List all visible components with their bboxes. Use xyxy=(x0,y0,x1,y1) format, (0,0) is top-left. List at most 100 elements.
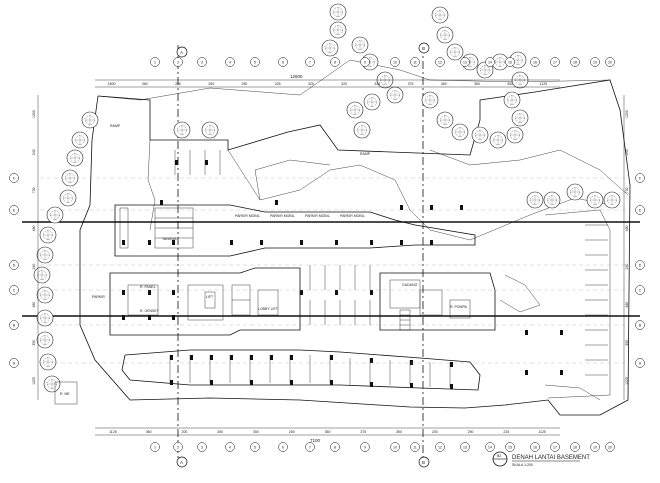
tree-symbol xyxy=(503,91,521,109)
grid-bubble: D xyxy=(9,260,19,270)
grid-bubble-label: 7 xyxy=(309,61,311,65)
grid-bubble: B xyxy=(9,320,19,330)
tree-symbol xyxy=(346,101,364,119)
grid-bubble: 14 xyxy=(485,57,495,67)
core-middle xyxy=(109,267,301,336)
tree-symbol xyxy=(46,206,64,224)
tree-symbol xyxy=(201,121,219,139)
grid-bubble: 19 xyxy=(590,57,600,67)
dimension-label: 375 xyxy=(360,430,366,434)
tree-symbol xyxy=(81,111,99,129)
grid-bubble-label: 18 xyxy=(573,446,577,450)
dimension-label: 1225 xyxy=(32,377,36,385)
grid-bubble: 15 xyxy=(505,442,515,452)
dimension-label: 250 xyxy=(468,430,474,434)
grid-bubble: 11 xyxy=(410,442,420,452)
grid-bubble-label: 11 xyxy=(413,61,417,65)
room-label: RAMP xyxy=(360,152,371,156)
grid-bubble: 17 xyxy=(550,57,560,67)
section-marker-a-top: A xyxy=(176,46,188,58)
section-marker-label: B xyxy=(422,46,425,51)
grid-bubble-label: 8 xyxy=(334,446,336,450)
grid-bubble-label: 20 xyxy=(608,61,612,65)
grid-bubble: 10 xyxy=(390,442,400,452)
grid-bubble: 20 xyxy=(605,442,615,452)
dimension-label: 250 xyxy=(217,430,223,434)
grid-bubble-label: 20 xyxy=(608,446,612,450)
grid-bubble: 2 xyxy=(173,442,183,452)
grid-bubble-label: 4 xyxy=(229,61,231,65)
dimension-label: 325 xyxy=(275,82,281,86)
dimension-label: 240 xyxy=(625,149,629,155)
grid-bubble-label: 16 xyxy=(533,446,537,450)
grid-bubble-label: 19 xyxy=(593,446,597,450)
room-label: PARKIR MOBIL xyxy=(235,214,260,218)
columns xyxy=(122,160,563,389)
dimension-label: 250 xyxy=(289,430,295,434)
dimension-label: 360 xyxy=(142,82,148,86)
room-label: RAMP xyxy=(110,124,121,128)
grid-bubble: 13 xyxy=(460,57,470,67)
dimension-label: 325 xyxy=(308,82,314,86)
tree-symbol xyxy=(66,149,84,167)
dimension-label: 1800 xyxy=(108,82,116,86)
tree-symbol xyxy=(329,3,347,21)
room-label: R. GENSET xyxy=(140,309,160,313)
grid-bubble: 4 xyxy=(225,442,235,452)
dimension-label: 250 xyxy=(175,82,181,86)
tree-symbol xyxy=(173,121,191,139)
grid-bubble: 1 xyxy=(150,57,160,67)
tree-symbol xyxy=(436,26,454,44)
dimension-label: 1125 xyxy=(538,430,546,434)
grid-bubble: 7 xyxy=(305,57,315,67)
tree-symbol xyxy=(59,189,77,207)
dimension-label: 225 xyxy=(503,430,509,434)
room-label: PARKIR xyxy=(92,295,105,299)
tree-symbol xyxy=(603,191,621,209)
drawing-scale: SKALA 1:200 xyxy=(512,463,533,467)
tree-symbol xyxy=(506,126,524,144)
dimension-label: 480 xyxy=(32,225,36,231)
grid-bubble-label: F xyxy=(13,177,15,181)
tree-symbol xyxy=(511,109,529,127)
grid-bubble: 3 xyxy=(197,442,207,452)
drawing-title: DENAH LANTAI BASEMENT xyxy=(512,455,590,461)
bottom-total-dimension: 7100 xyxy=(310,438,321,443)
grid-bubble-label: 11 xyxy=(413,446,417,450)
grid-bubble-label: 2 xyxy=(177,446,179,450)
tree-symbol xyxy=(526,191,544,209)
grid-bubble: 4 xyxy=(225,57,235,67)
dimension-label: 350 xyxy=(396,430,402,434)
grid-bubble: 6 xyxy=(278,57,288,67)
grid-bubble: 18 xyxy=(570,442,580,452)
tree-symbol xyxy=(36,331,54,349)
grid-bubble: B xyxy=(635,320,645,330)
grid-bubble: C xyxy=(635,285,645,295)
grid-bubble: 16 xyxy=(530,57,540,67)
grid-bubble-label: B xyxy=(13,324,16,328)
grid-bubble-label: D xyxy=(13,264,16,268)
grid-bubble-label: 1 xyxy=(154,61,156,65)
tree-symbol xyxy=(386,86,404,104)
grid-bubble-label: 13 xyxy=(463,61,467,65)
grid-bubble-label: 14 xyxy=(488,446,492,450)
dimension-label: 300 xyxy=(253,430,259,434)
section-marker-label: A xyxy=(180,460,183,465)
tree-symbol xyxy=(451,123,469,141)
grid-bubble: 18 xyxy=(570,57,580,67)
grid-bubble-label: 14 xyxy=(488,61,492,65)
dimension-label: 375 xyxy=(408,82,414,86)
grid-bubble: 19 xyxy=(590,442,600,452)
grid-bubble-label: 17 xyxy=(553,61,557,65)
dimension-label: 730 xyxy=(32,187,36,193)
tree-symbol xyxy=(421,91,439,109)
grid-bubble-label: F xyxy=(639,177,641,181)
section-marker-b-bottom: B xyxy=(418,456,430,468)
tree-symbol xyxy=(71,131,89,149)
grid-bubble: 8 xyxy=(330,57,340,67)
